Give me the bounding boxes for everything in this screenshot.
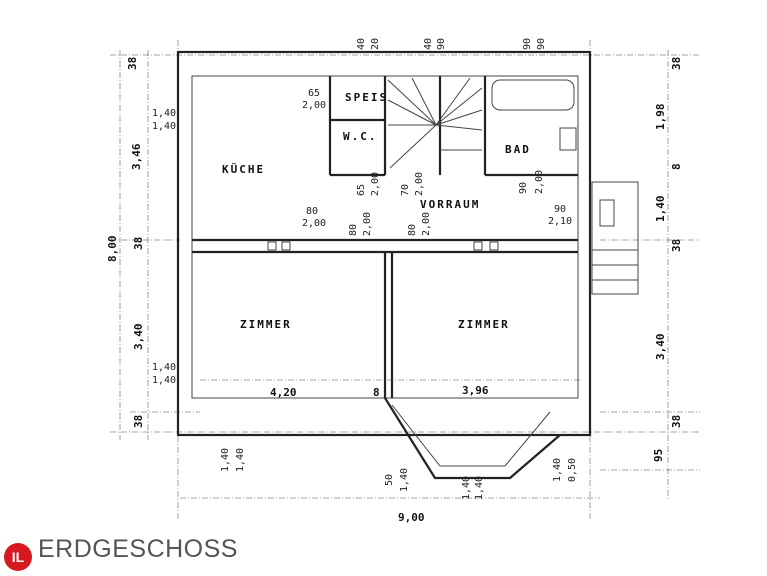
window-markers: [267, 241, 499, 251]
dim-label: 70: [400, 184, 411, 196]
left-dimensions: 38 3,46 8,00 38 3,40 38 1,40 1,40 1,40 1…: [106, 57, 176, 428]
dim-label: 2,00: [534, 170, 545, 194]
dim-label: 1,40: [474, 476, 485, 500]
dim-label: 80: [348, 224, 359, 236]
dim-label: 38: [126, 57, 139, 70]
dim-label: 38: [132, 237, 145, 250]
dim-label: 90: [536, 38, 547, 50]
room-label-zimmer-right: ZIMMER: [458, 318, 510, 331]
dim-label: 3,40: [654, 334, 667, 361]
floor-title: ERDGESCHOSS: [38, 535, 238, 563]
dim-label: 90: [522, 38, 533, 50]
dim-label: 1,40: [654, 196, 667, 223]
dim-label: 90: [518, 182, 529, 194]
dim-label: 1,40: [235, 448, 246, 472]
dim-label: 3,40: [132, 324, 145, 351]
dim-label: 1,40: [399, 468, 410, 492]
dim-label: 80: [306, 206, 318, 217]
dim-label: 1,40: [461, 476, 472, 500]
room-label-speis: SPEIS: [345, 91, 388, 104]
entrance-steps: [591, 181, 639, 295]
dim-label: 1,40: [152, 375, 176, 386]
dim-label: 3,96: [462, 384, 489, 397]
dim-label: 8: [373, 386, 380, 399]
dim-label: 65: [308, 88, 320, 99]
room-label-vorraum: VORRAUM: [420, 198, 480, 211]
dim-label: 38: [132, 415, 145, 428]
walls: [176, 50, 592, 480]
dim-label: 1,40: [152, 362, 176, 373]
dim-label: 38: [670, 239, 683, 252]
dim-label: 40: [356, 38, 367, 50]
dim-label: 0,50: [567, 458, 578, 482]
dim-label: 1,98: [654, 104, 667, 131]
top-dimensions: 40 20 40 90 90 90: [356, 38, 547, 50]
dim-label: 2,00: [302, 218, 326, 229]
dim-label: 1,40: [552, 458, 563, 482]
interior-dimensions: 65 2,00 80 2,00 65 2,00 70 2,00 90 2,00 …: [302, 88, 572, 236]
dim-label: 90: [436, 38, 447, 50]
dim-label: 38: [670, 415, 683, 428]
dim-label: 3,46: [130, 143, 143, 170]
dim-label: 50: [384, 474, 395, 486]
room-label-bad: BAD: [505, 143, 531, 156]
dim-label: 38: [670, 57, 683, 70]
room-label-kueche: KÜCHE: [222, 162, 265, 176]
dim-label: 20: [370, 38, 381, 50]
dim-label: 1,40: [220, 448, 231, 472]
dim-label: 2,00: [302, 100, 326, 111]
dim-label: 4,20: [270, 386, 297, 399]
dim-label: 2,00: [414, 172, 425, 196]
dim-label: 2,00: [362, 212, 373, 236]
dim-label: 90: [554, 204, 566, 215]
dim-label: 1,40: [152, 121, 176, 132]
dim-label: 2,00: [421, 212, 432, 236]
dim-label: 2,10: [548, 216, 572, 227]
brand-logo: IL: [4, 543, 32, 571]
dim-label: 1,40: [152, 108, 176, 119]
staircase: [387, 77, 483, 169]
bottom-dimensions: 4,20 8 3,96 9,00 1,40 1,40 50 1,40 1,40 …: [220, 384, 578, 524]
dim-label: 9,00: [398, 511, 425, 524]
washbasin: [559, 127, 577, 151]
dim-label: 95: [652, 449, 665, 462]
right-dimensions: 38 1,98 8 1,40 38 3,40 38 95: [652, 57, 683, 462]
room-label-zimmer-left: ZIMMER: [240, 318, 292, 331]
dim-label: 40: [423, 38, 434, 50]
dim-label: 65: [356, 184, 367, 196]
dim-label: 8: [670, 163, 683, 170]
room-label-wc: W.C.: [343, 130, 378, 143]
dim-label: 8,00: [106, 236, 119, 263]
dim-label: 2,00: [370, 172, 381, 196]
bathtub: [491, 79, 575, 111]
dim-label: 80: [407, 224, 418, 236]
